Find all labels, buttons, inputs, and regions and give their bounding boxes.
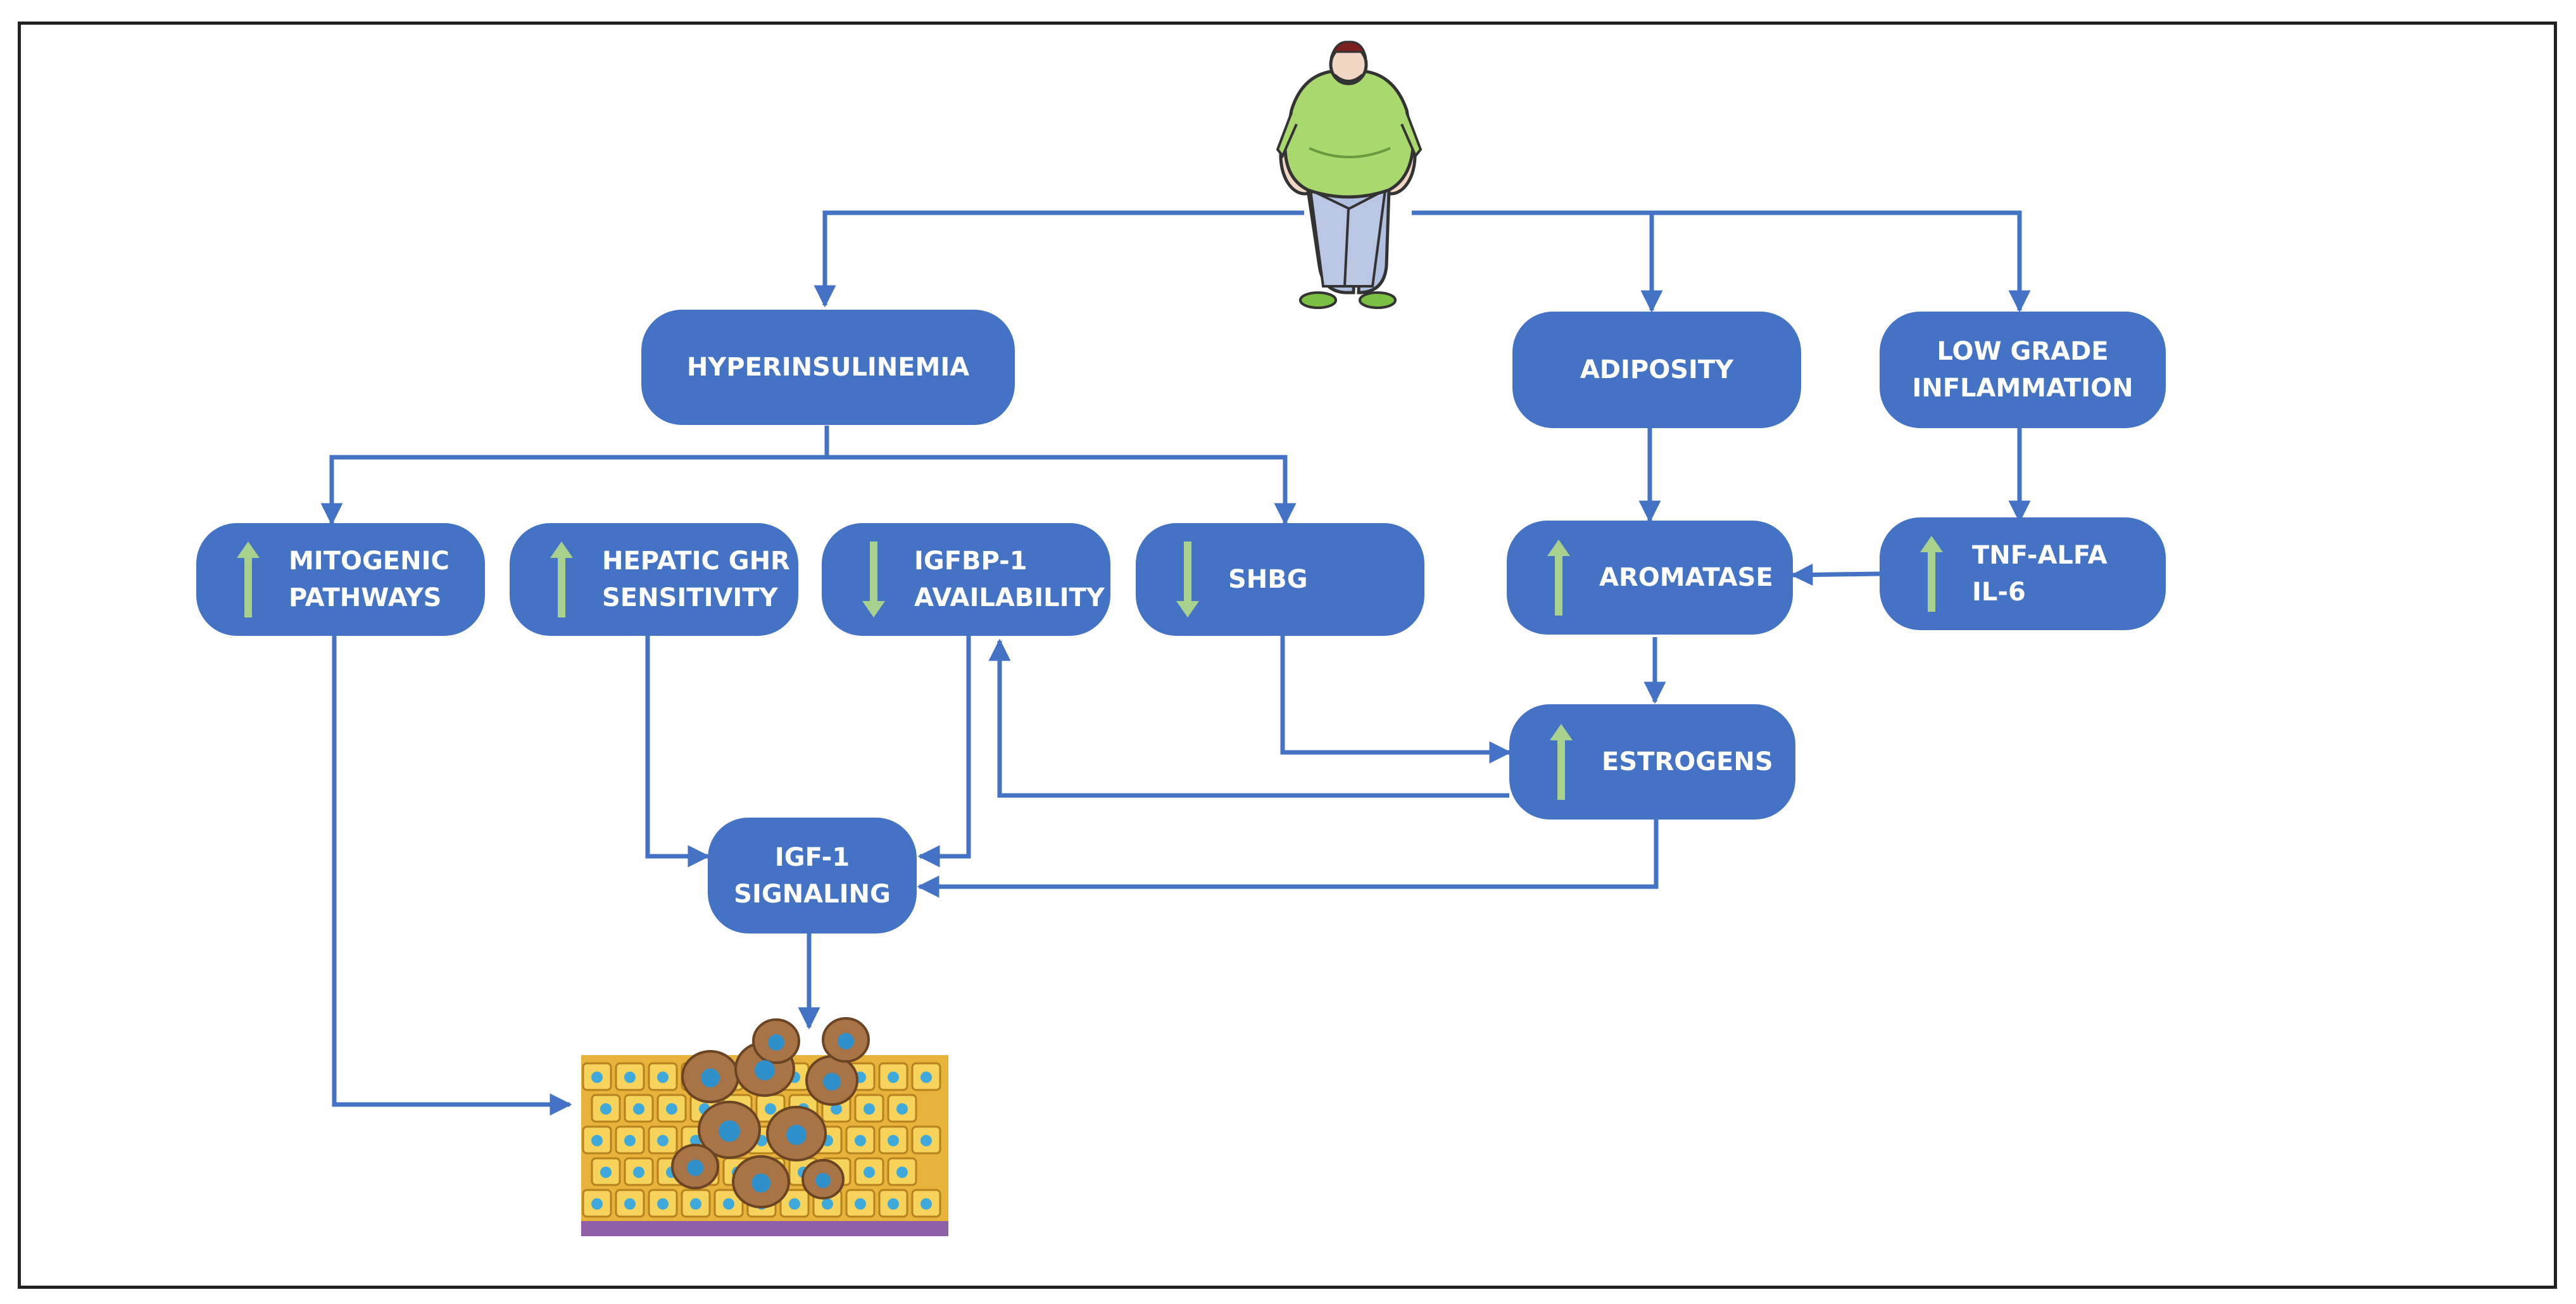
obese-person-icon [1276,41,1423,309]
cell-nucleus [591,1198,603,1210]
mitogenic-pathways-box: MITOGENIC PATHWAYS [196,523,485,636]
cell-nucleus [657,1135,669,1146]
connector-hyperinsulinemia-to-shbg [827,455,1297,526]
up-arrow-icon [549,541,574,617]
cell-nucleus [633,1103,644,1115]
connector-hyperinsulinemia-to-mitogenic [320,426,829,526]
cell-nucleus [822,1198,833,1210]
cell-nucleus [690,1198,701,1210]
cell-nucleus [896,1167,908,1178]
cell-nucleus [624,1072,636,1083]
mitogenic-pathways-label: MITOGENIC PATHWAYS [289,547,449,612]
down-arrow-icon [1175,541,1200,617]
up-arrow-icon [1919,536,1944,612]
cell-nucleus [723,1198,734,1210]
cell-nucleus [666,1103,677,1115]
connector-person-to-hyperinsulinemia [814,210,1304,308]
hyperinsulinemia-box: HYPERINSULINEMIA [641,310,1015,425]
cell-nucleus [765,1103,776,1115]
igfbp1-box: IGFBP-1 AVAILABILITY [822,523,1110,636]
cell-nucleus [624,1198,636,1210]
cell-nucleus [600,1103,612,1115]
connector-estrogens-to-igfbp1 [988,638,1509,798]
connector-igfbp1-to-igf1 [917,636,971,868]
hyperinsulinemia-label: HYPERINSULINEMIA [686,353,970,382]
aromatase-label: AROMATASE [1599,563,1773,592]
cell-nucleus [789,1198,800,1210]
tnf-il6-label: TNF-ALFA IL-6 [1972,541,2108,607]
cell-nucleus [920,1072,932,1083]
cell-nucleus [600,1167,612,1178]
cell-nucleus [888,1072,899,1083]
igfbp1-label: IGFBP-1 AVAILABILITY [914,547,1105,612]
low-grade-inflammation-box: LOW GRADE INFLAMMATION [1880,312,2166,428]
cell-nucleus [864,1167,875,1178]
hepatic-ghr-label: HEPATIC GHR SENSITIVITY [602,547,790,612]
adiposity-box: ADIPOSITY [1512,312,1801,428]
cell-nucleus [591,1135,603,1146]
up-arrow-icon [1546,540,1571,616]
cell-nucleus [920,1135,932,1146]
hepatic-ghr-box: HEPATIC GHR SENSITIVITY [510,523,798,636]
cell-nucleus [888,1198,899,1210]
shbg-label: SHBG [1228,565,1308,594]
connector-tnf-to-aromatase [1790,564,1880,586]
tumor-cells [671,1017,870,1208]
cell-nucleus [888,1135,899,1146]
cell-nucleus [864,1103,875,1115]
cell-nucleus [920,1198,932,1210]
low-grade-inflammation-label: LOW GRADE INFLAMMATION [1912,337,2133,403]
estrogens-label: ESTROGENS [1602,747,1773,776]
connector-mitogenic-to-tissue [332,636,572,1116]
connector-person-to-adiposity [1412,210,2031,313]
estrogens-box: ESTROGENS [1509,704,1795,820]
down-arrow-icon [861,541,886,617]
aromatase-box: AROMATASE [1507,521,1793,635]
tnf-il6-box: TNF-ALFA IL-6 [1880,517,2166,630]
connector-hepatic-to-igf1 [645,636,710,868]
adiposity-label: ADIPOSITY [1580,355,1734,384]
igf1-signaling-box: IGF-1 SIGNALING [708,818,917,934]
cell-nucleus [657,1072,669,1083]
cell-nucleus [591,1072,603,1083]
up-arrow-icon [236,541,261,617]
igf1-signaling-label: IGF-1 SIGNALING [734,842,891,909]
diagram-frame [18,22,2557,1289]
cell-nucleus [896,1103,908,1115]
cell-nucleus [831,1103,842,1115]
connector-shbg-to-estrogens [1280,636,1512,764]
cell-nucleus [855,1198,866,1210]
cell-nucleus [633,1167,644,1178]
connector-estrogens-to-igf1 [917,820,1659,898]
cell-nucleus [855,1135,866,1146]
up-arrow-icon [1549,724,1574,800]
cell-nucleus [624,1135,636,1146]
shbg-box: SHBG [1136,523,1424,636]
cell-nucleus [657,1198,669,1210]
tumor-tissue-icon [581,1017,948,1236]
cell-nucleus [690,1135,701,1146]
